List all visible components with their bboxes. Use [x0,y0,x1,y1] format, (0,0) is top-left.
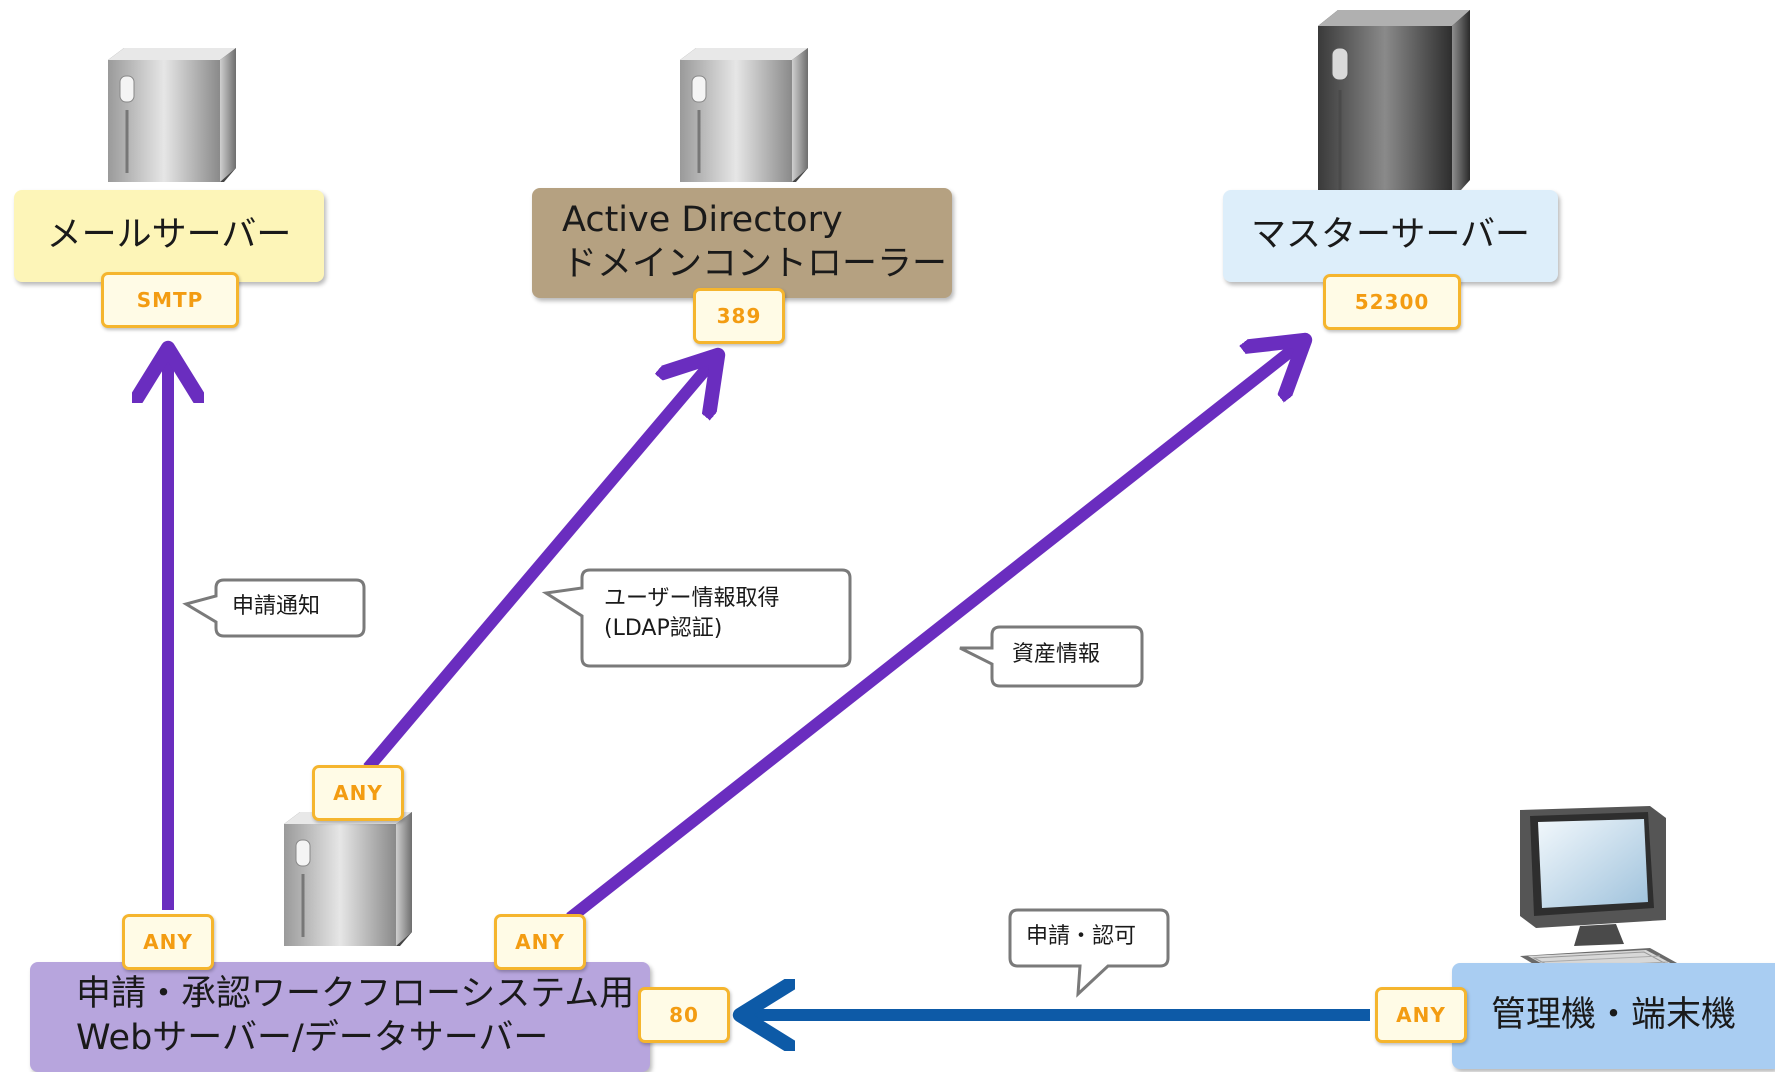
bubble-asset-info [959,625,1144,688]
port-badge-389: 389 [693,288,785,344]
notification-label: 申請通知 [232,594,321,619]
bubble-request-approval [1008,908,1170,998]
port-badge-any-terminal: ANY [1375,987,1467,1043]
server-tower-icon [284,812,412,946]
port-badge-any-mail: ANY [122,914,214,970]
workflow-server-box: 申請・承認ワークフローシステム用 Webサーバー/データサーバー [30,962,650,1072]
master-server-label: マスターサーバー [1251,215,1530,256]
ad-label-line2: ドメインコントローラー [562,244,948,284]
port-badge-52300: 52300 [1323,274,1461,330]
workflow-label-line2: Webサーバー/データサーバー [76,1018,549,1058]
server-tower-icon [680,48,808,182]
port-badge-smtp: SMTP [101,272,239,328]
port-badge-any-ad: ANY [312,765,404,821]
port-badge-80: 80 [638,987,730,1043]
user-info-label-line1: ユーザー情報取得 [604,586,780,611]
request-approval-label: 申請・認可 [1026,924,1137,949]
mail-server-box: メールサーバー [14,190,324,282]
desktop-computer-icon [1520,806,1686,980]
workflow-label-line1: 申請・承認ワークフローシステム用 [76,974,635,1015]
asset-info-label: 資産情報 [1012,642,1101,667]
ad-label-line1: Active Directory [562,200,843,241]
mail-server-label: メールサーバー [46,215,292,256]
arrow-workflow-to-ad [363,355,718,772]
admin-terminal-box: 管理機・端末機 [1452,963,1775,1069]
admin-terminal-label: 管理機・端末機 [1490,995,1736,1036]
user-info-label-line2: (LDAP認証) [604,615,723,641]
user-info-label: ユーザー情報取得 (LDAP認証) [604,584,780,643]
bubble-notification [182,578,366,638]
port-badge-any-master: ANY [494,914,586,970]
server-tower-icon [108,48,236,182]
server-tower-icon [1318,10,1470,200]
bubble-user-info [541,568,852,668]
master-server-box: マスターサーバー [1223,190,1558,282]
ad-controller-box: Active Directory ドメインコントローラー [532,188,952,298]
arrow-workflow-to-master [566,340,1305,923]
